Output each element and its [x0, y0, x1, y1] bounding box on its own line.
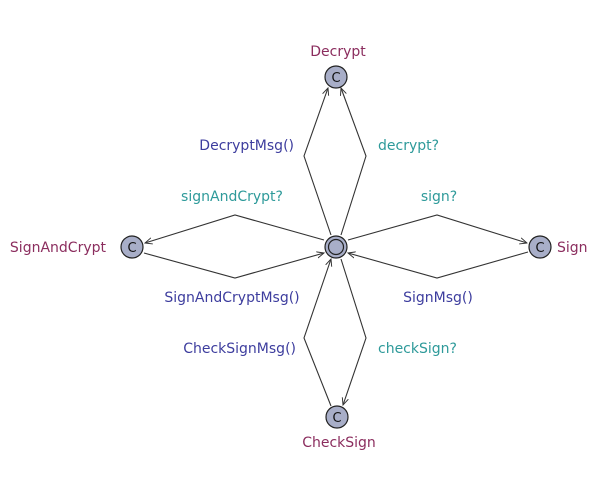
- location-decrypt[interactable]: C: [324, 65, 348, 89]
- location-decrypt-committed-mark: C: [331, 71, 340, 86]
- edge-label-sign-recv: sign?: [421, 189, 457, 205]
- edge-label-check-sign-msg: CheckSignMsg(): [183, 341, 296, 357]
- edge-label-sign-msg: SignMsg(): [403, 290, 473, 306]
- location-check-sign-committed-mark: C: [332, 411, 341, 426]
- initial-location[interactable]: [324, 235, 348, 259]
- edge-sign-msg[interactable]: [348, 252, 529, 279]
- location-sign-committed-mark: C: [535, 241, 544, 256]
- location-decrypt-name: Decrypt: [310, 44, 366, 60]
- edge-label-sign-and-crypt-recv: signAndCrypt?: [181, 189, 283, 205]
- location-sign-and-crypt-name: SignAndCrypt: [10, 240, 107, 256]
- edge-sign-and-crypt-msg[interactable]: [143, 253, 324, 279]
- location-check-sign-name: CheckSign: [302, 435, 376, 451]
- edge-check-sign-recv[interactable]: [340, 258, 367, 405]
- edge-decrypt-msg[interactable]: [303, 88, 332, 236]
- location-sign[interactable]: C: [528, 235, 552, 259]
- edge-label-decrypt-recv: decrypt?: [378, 138, 439, 154]
- edge-sign-recv[interactable]: [347, 214, 527, 243]
- location-check-sign[interactable]: C: [325, 405, 349, 429]
- edge-check-sign-msg[interactable]: [303, 259, 331, 407]
- location-sign-and-crypt[interactable]: C: [120, 235, 144, 259]
- edge-sign-and-crypt-recv[interactable]: [145, 214, 325, 243]
- initial-location-inner-ring: [327, 238, 345, 256]
- edge-decrypt-recv[interactable]: [341, 88, 367, 236]
- location-sign-name: Sign: [557, 240, 588, 256]
- edge-label-decrypt-msg: DecryptMsg(): [199, 138, 294, 154]
- edge-label-sign-and-crypt-msg: SignAndCryptMsg(): [164, 290, 299, 306]
- edge-label-check-sign-recv: checkSign?: [378, 341, 457, 357]
- location-sign-and-crypt-committed-mark: C: [127, 241, 136, 256]
